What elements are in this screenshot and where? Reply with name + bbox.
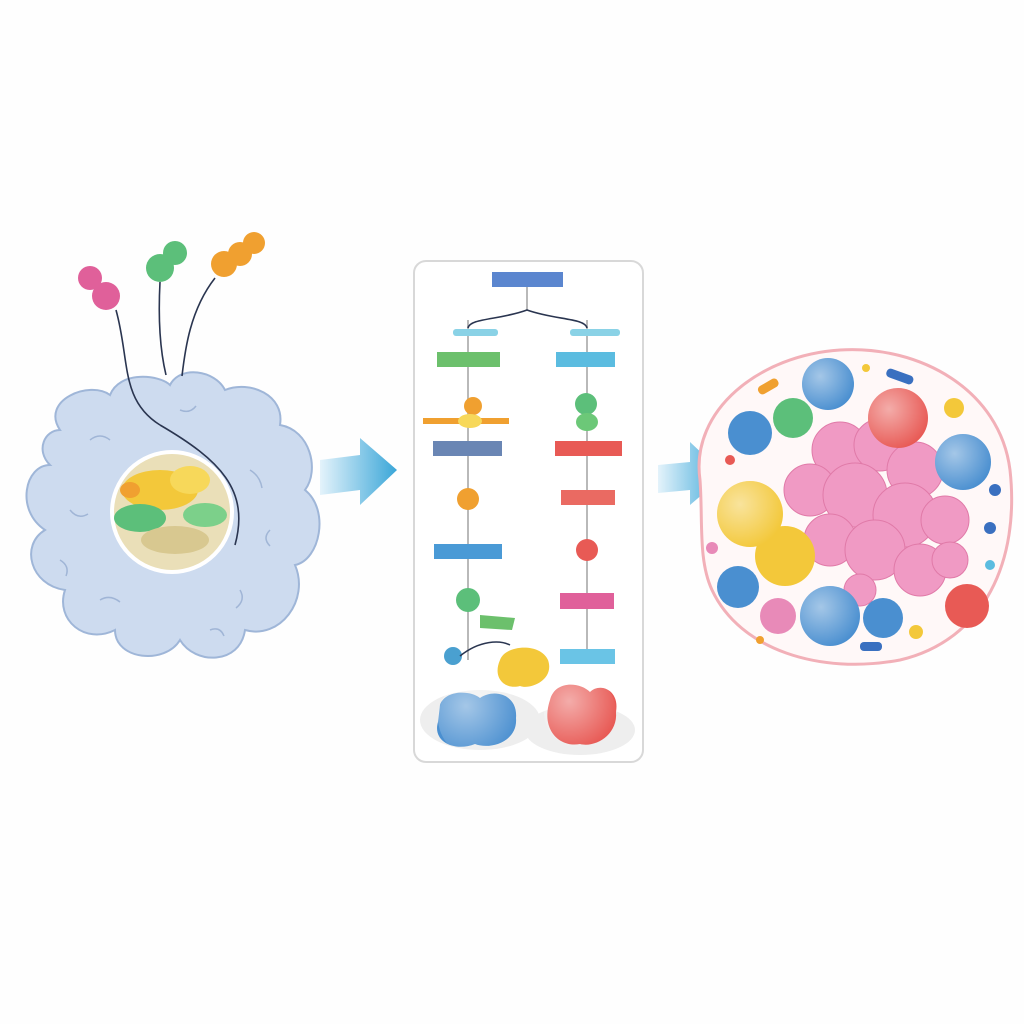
cell-texture [59,405,271,637]
proliferating-cell-mass [697,348,1014,666]
left-cascade [423,352,515,665]
ligand-green [146,241,187,282]
cascade-panel [413,260,644,763]
signal-paths [115,277,240,546]
signal-reception-cell [25,232,321,659]
protein-blobs [437,647,617,758]
cell-highlights [717,358,991,646]
pink-cluster [783,418,970,607]
green-cell [773,398,813,438]
right-cascade [555,352,622,664]
nucleus-contents [114,466,227,554]
ligand-orange [211,232,265,277]
ligand-pink [78,266,120,310]
receptor-box [492,272,563,287]
debris-particles [706,364,1001,651]
signaling-cascade [413,260,644,763]
pink-small-cell [760,598,796,634]
arrow-right-icon [320,438,397,505]
